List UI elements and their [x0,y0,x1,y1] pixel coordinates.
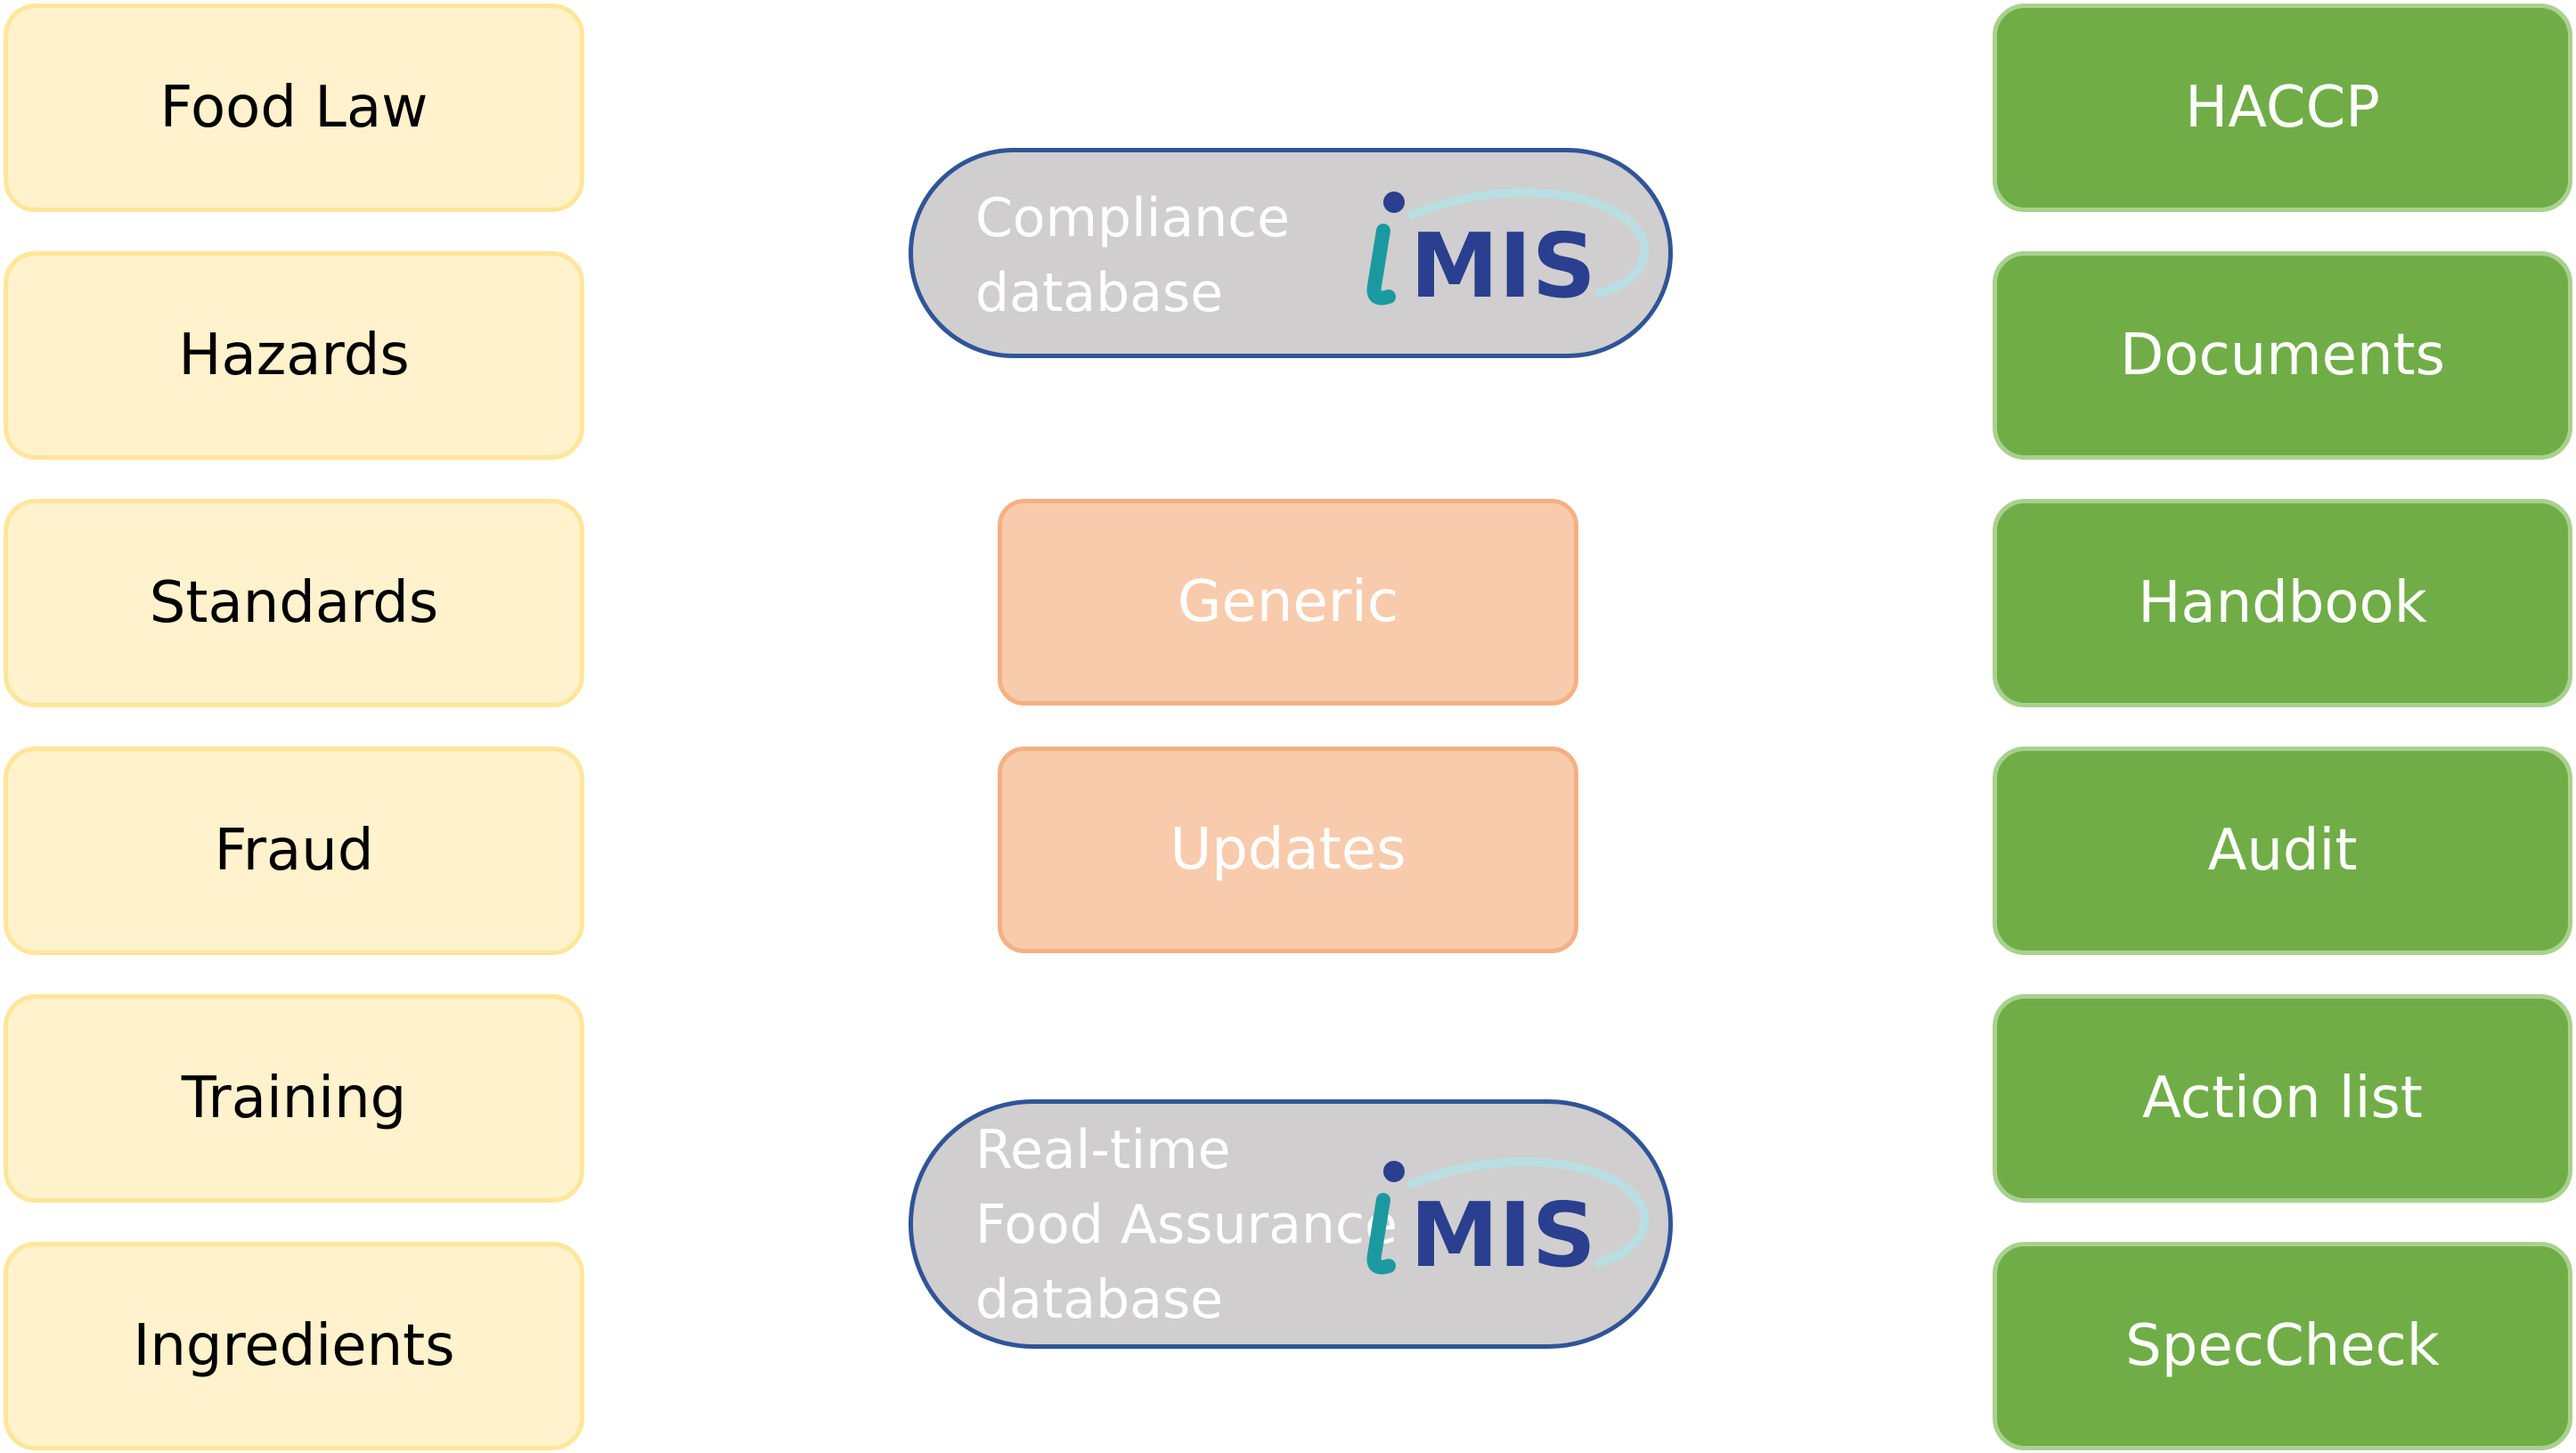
left-box-standards: Standards [4,499,584,707]
left-box-label: Standards [149,570,439,636]
generic-label: Generic [1177,569,1399,635]
imis-logo: MIS [1366,188,1650,318]
realtime-line-1: Real-time [975,1119,1231,1181]
right-box-handbook: Handbook [1993,499,2572,707]
right-box-label: SpecCheck [2125,1313,2440,1379]
realtime-database-pill: Real-time Food Assurance database MIS [909,1099,1673,1349]
left-box-label: Training [181,1065,407,1131]
logo-swoosh [1407,1157,1650,1267]
generic-box: Generic [998,499,1578,706]
logo-swoosh [1407,188,1650,298]
updates-box: Updates [998,747,1578,953]
left-box-ingredients: Ingredients [4,1242,584,1450]
realtime-database-text: Real-time Food Assurance database [975,1113,1398,1337]
right-box-documents: Documents [1993,251,2572,460]
right-box-label: Handbook [2138,570,2427,636]
right-box-action-list: Action list [1993,994,2572,1203]
realtime-line-3: database [975,1269,1224,1331]
right-box-label: Documents [2120,322,2445,388]
compliance-database-text: Compliance database [975,181,1290,331]
right-box-speccheck: SpecCheck [1993,1242,2572,1450]
updates-label: Updates [1170,817,1406,883]
logo-i-stem [1366,1193,1396,1275]
imis-logo: MIS [1366,1157,1650,1287]
right-box-label: HACCP [2185,75,2380,141]
left-box-label: Food Law [159,75,428,141]
left-box-label: Ingredients [133,1313,455,1379]
left-box-label: Hazards [178,322,410,388]
compliance-line-2: database [975,262,1224,324]
logo-dot [1383,1161,1405,1182]
right-box-label: Audit [2207,818,2358,884]
left-box-fraud: Fraud [4,747,584,955]
logo-text: MIS [1410,1183,1596,1287]
right-box-audit: Audit [1993,747,2572,955]
left-box-hazards: Hazards [4,251,584,460]
left-box-food-law: Food Law [4,4,584,212]
compliance-line-1: Compliance [975,187,1291,249]
right-box-label: Action list [2142,1065,2423,1131]
left-box-label: Fraud [214,818,374,884]
right-box-haccp: HACCP [1993,4,2572,212]
logo-i-stem [1366,224,1396,306]
logo-dot [1383,192,1405,213]
logo-text: MIS [1410,214,1596,318]
compliance-database-pill: Compliance database MIS [909,148,1673,358]
left-box-training: Training [4,994,584,1203]
realtime-line-2: Food Assurance [975,1194,1398,1256]
